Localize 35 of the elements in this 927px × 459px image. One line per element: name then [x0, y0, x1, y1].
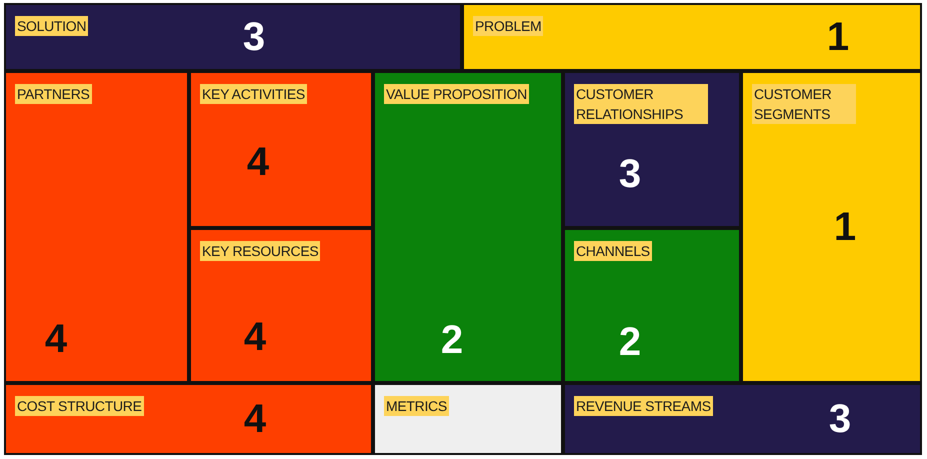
canvas-block	[563, 228, 741, 383]
block-title: METRICS	[384, 396, 449, 416]
block-title: KEY RESOURCES	[200, 241, 320, 261]
canvas-block	[563, 71, 741, 228]
block-number: 3	[828, 399, 852, 439]
block-number: 4	[244, 399, 266, 439]
block-number: 2	[440, 320, 464, 360]
block-title: COST STRUCTURE	[15, 396, 144, 416]
block-title: VALUE PROPOSITION	[384, 84, 529, 104]
canvas-block	[4, 71, 189, 383]
canvas-block	[4, 3, 462, 71]
block-number: 2	[618, 322, 642, 362]
canvas-block	[462, 3, 922, 71]
canvas-block	[189, 228, 373, 383]
canvas-block	[563, 383, 922, 455]
block-number: 4	[44, 319, 68, 359]
block-number: 4	[246, 142, 270, 182]
block-number: 1	[834, 207, 856, 247]
block-title: CUSTOMER SEGMENTS	[752, 84, 856, 124]
canvas-block	[373, 383, 563, 455]
block-title: KEY ACTIVITIES	[200, 84, 307, 104]
block-number: 3	[618, 154, 642, 194]
block-number: 1	[826, 17, 850, 57]
block-number: 4	[244, 317, 266, 357]
block-title: PARTNERS	[15, 84, 92, 104]
canvas-block	[4, 383, 373, 455]
canvas-block	[741, 71, 922, 383]
block-title: CHANNELS	[574, 241, 652, 261]
canvas-block	[373, 71, 563, 383]
block-title: CUSTOMER RELATIONSHIPS	[574, 84, 708, 124]
block-title: REVENUE STREAMS	[574, 396, 713, 416]
block-number: 3	[242, 17, 266, 57]
block-title: PROBLEM	[473, 16, 544, 36]
canvas-block	[189, 71, 373, 228]
block-title: SOLUTION	[15, 16, 88, 36]
